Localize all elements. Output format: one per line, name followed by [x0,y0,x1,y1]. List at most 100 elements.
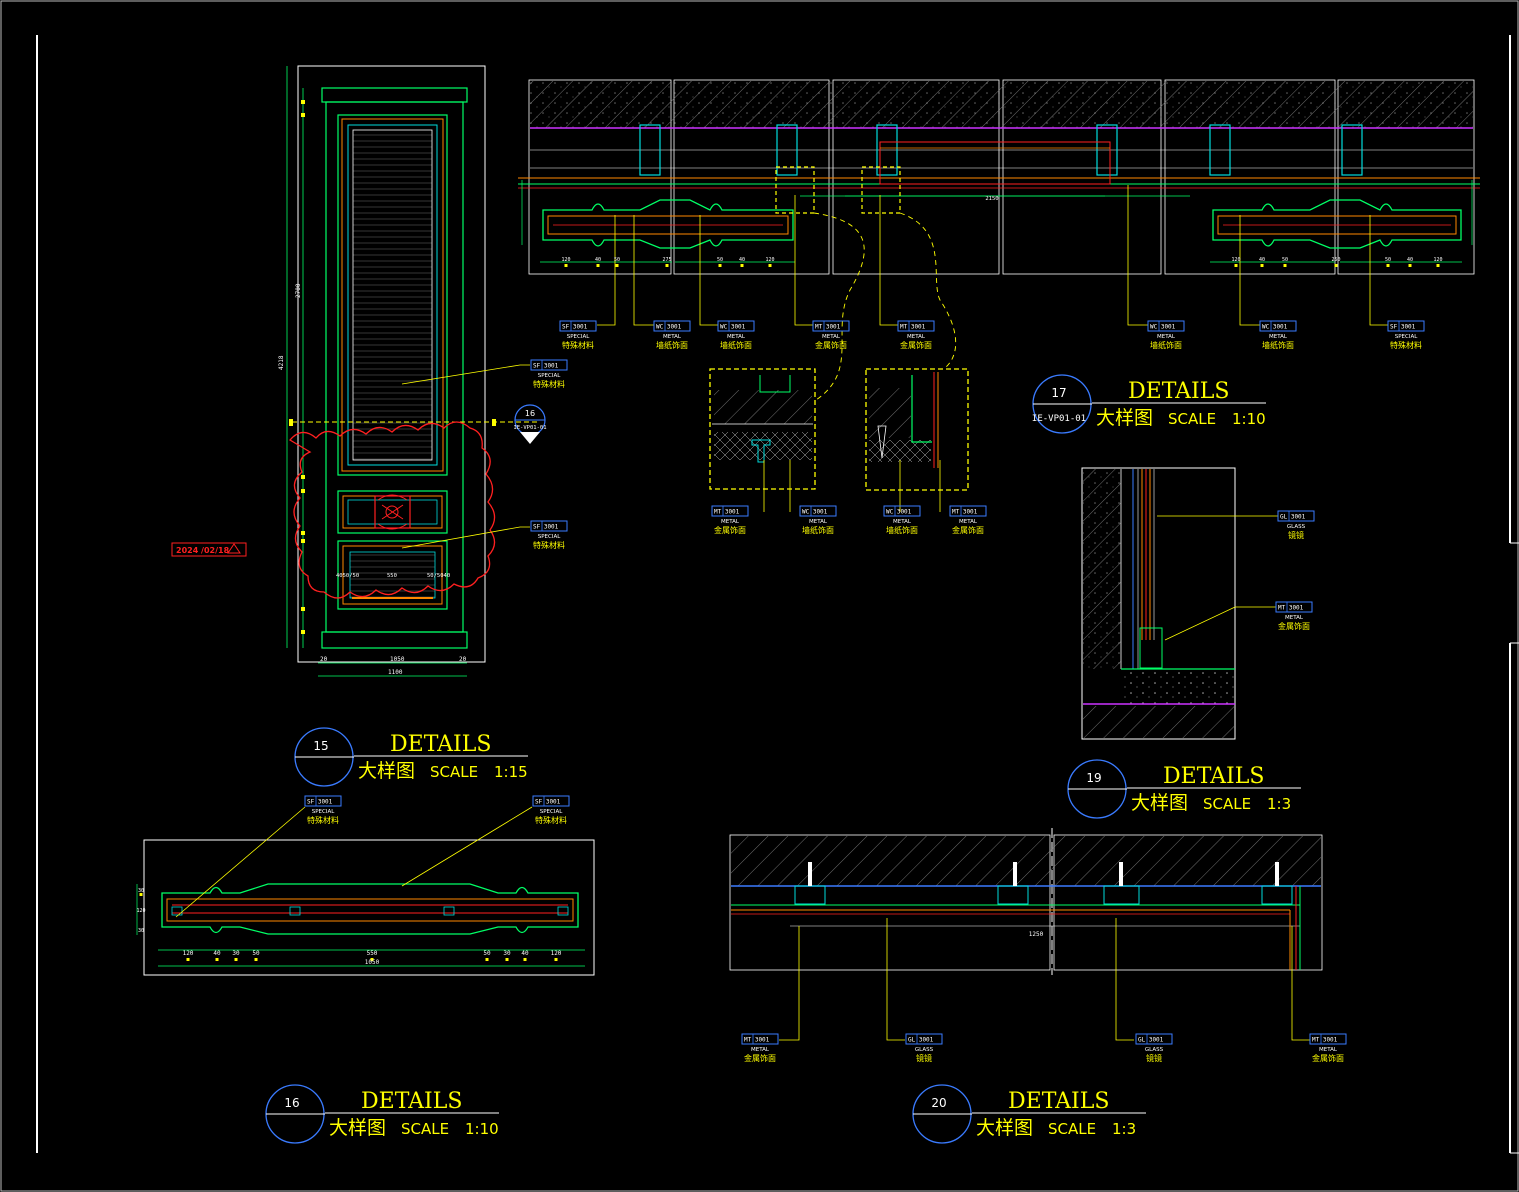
door-side-right-dim: 20 [459,656,467,663]
material-tag-en: METAL [721,519,740,525]
material-tag-box [1309,1033,1347,1045]
material-tag-en: METAL [893,519,912,525]
material-tag-box [741,1033,779,1045]
material-tag-en: SPECIAL [540,809,564,815]
material-tag-en: GLASS [1287,524,1306,530]
section-mark-16: 16 IE-VP01-01 [513,404,547,444]
detail-19-section [1081,467,1278,740]
material-tag-en: SPECIAL [567,334,591,340]
callout-scale-word: SCALE [1203,795,1251,813]
dimension-text: 50 [252,950,260,957]
door-leaders [401,364,530,549]
callout-subtitle: 大样图 [976,1117,1033,1139]
material-tag-code: SF 3001 [307,799,333,806]
dimension-text: 30 [232,950,240,957]
dimension-text: 120 [1231,257,1240,263]
material-tag-box [1147,320,1185,332]
material-tag-cn: 墙纸饰面 [720,340,752,350]
material-tag-box [1135,1033,1173,1045]
material-tag-box [530,359,568,371]
section-mark-number: 16 [525,409,535,418]
callout-subtitle: 大样图 [329,1117,386,1139]
dimension-text: 40 [595,257,601,263]
callout-subtitle: 大样图 [1096,407,1153,429]
door-panel-height-dim: 2700 [295,283,302,298]
material-tag-box [1387,320,1425,332]
material-tag-code: WC 3001 [802,509,828,516]
material-tag-box [711,505,749,517]
material-tag-en: METAL [959,519,978,525]
dimension-text: 50 [717,257,723,263]
material-tag-en: METAL [809,519,828,525]
callout-ref: IE-VP01-01 [1032,414,1086,424]
material-tag-cn: 镜镜 [1146,1053,1162,1063]
material-tag-en: METAL [751,1047,770,1053]
dimension-text: 50 [614,257,620,263]
material-tag-cn: 金属饰面 [900,340,932,350]
material-tag-box [532,795,570,807]
material-tag-cn: 墙纸饰面 [1262,340,1294,350]
material-tag-en: METAL [1269,334,1288,340]
callout-subtitle: 大样图 [1131,792,1188,814]
material-tag-en: SPECIAL [1395,334,1419,340]
material-tag-code: SF 3001 [535,799,561,806]
callout-number: 19 [1086,771,1101,785]
dimension-text: 120 [136,908,145,914]
dimension-text: 120 [183,950,194,957]
callout-number: 17 [1051,386,1066,400]
material-tag-code: MT 3001 [1278,605,1304,612]
material-tag-box [883,505,921,517]
material-tag-code: WC 3001 [1150,324,1176,331]
material-tag-en: METAL [822,334,841,340]
dimension-text: 120 [551,950,562,957]
material-tag-code: MT 3001 [714,509,740,516]
material-tag-cn: 金属饰面 [952,525,984,535]
material-tag-en: GLASS [1145,1047,1164,1053]
callout-number: 16 [284,1096,299,1110]
material-tag-code: SF 3001 [1390,324,1416,331]
callout-title: DETAILS [361,1089,462,1114]
revision-cloud [289,421,496,599]
material-tag-box [1275,601,1313,613]
material-tag-box [559,320,597,332]
door-ornament [374,494,411,530]
material-tag-box [1259,320,1297,332]
material-tag-code: MT 3001 [815,324,841,331]
dimension-text: 40 [1259,257,1265,263]
door-total-height-dim: 4218 [278,355,285,370]
material-tag-box [799,505,837,517]
door-side-left-dim: 20 [320,656,328,663]
callout-scale-word: SCALE [430,763,478,781]
dimension-mid: 2150 [985,196,998,202]
material-tag-code: WC 3001 [886,509,912,516]
material-tag-en: METAL [1285,615,1304,621]
material-tag-cn: 镜镜 [916,1053,932,1063]
callout-scale-value: 1:3 [1112,1120,1136,1138]
dimension-text: 30 [503,950,511,957]
dimension-text: 250 [1331,257,1340,263]
dimension-text: 40 [739,257,745,263]
material-tag-cn: 特殊材料 [535,815,567,825]
material-tag-cn: 墙纸饰面 [656,340,688,350]
material-tag-code: MT 3001 [744,1037,770,1044]
